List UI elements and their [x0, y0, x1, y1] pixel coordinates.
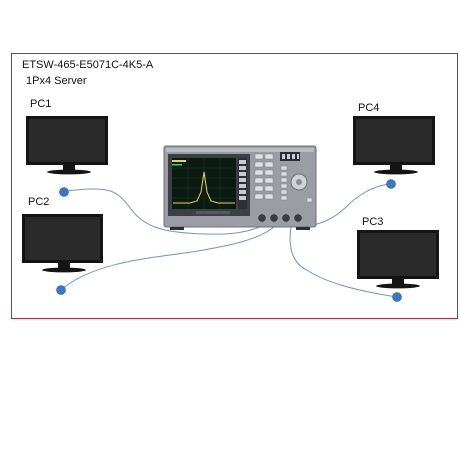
diagram-title: ETSW-465-E5071C-4K5-A [22, 59, 154, 71]
cable-pc2 [61, 226, 275, 290]
pc1-monitor-icon [26, 116, 108, 175]
pc1-label: PC1 [30, 98, 52, 110]
network-analyzer-icon [163, 145, 317, 230]
pc3-label: PC3 [362, 216, 384, 228]
pc4-monitor-icon [353, 116, 435, 175]
cable-pc3 [289, 226, 398, 298]
analyzer-trace [173, 171, 235, 204]
server-frame [11, 53, 458, 319]
pc1-connector-dot-icon [59, 187, 69, 197]
pc2-connector-dot-icon [56, 285, 66, 295]
cables [61, 183, 398, 298]
pc3-connector-dot-icon [392, 292, 402, 302]
pc2-label: PC2 [28, 196, 50, 208]
pc4-label: PC4 [358, 102, 380, 114]
pc4-connector-dot-icon [386, 179, 396, 189]
cable-pc1 [64, 188, 263, 235]
pc2-monitor-icon [22, 214, 103, 273]
pc3-monitor-icon [357, 230, 439, 289]
diagram-subtitle: 1Px4 Server [26, 75, 87, 87]
